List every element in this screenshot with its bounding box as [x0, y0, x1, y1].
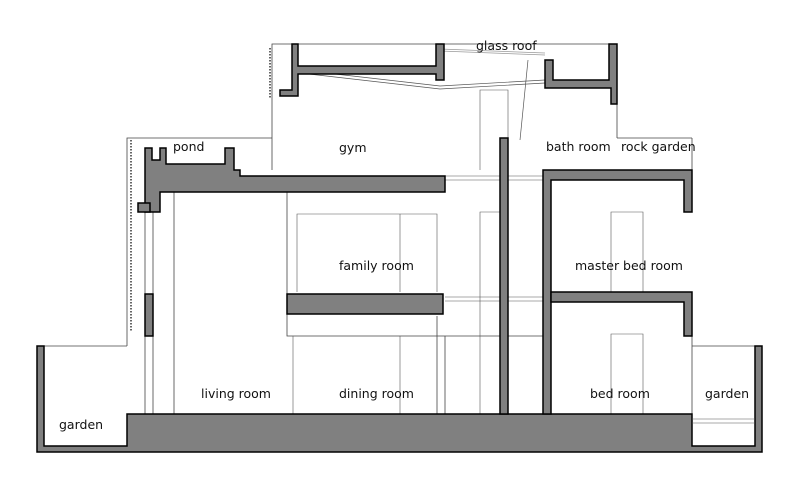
living-pier [144, 293, 154, 337]
label-bath-room: bath room [546, 139, 611, 154]
master-bedroom-door [610, 211, 644, 292]
gym-door [479, 89, 509, 170]
master-bedroom-wall [542, 169, 693, 415]
label-rock-garden: rock garden [621, 139, 696, 154]
envelope-lines [37, 43, 762, 414]
label-dining-room: dining room [339, 386, 414, 401]
right-roof-hood [544, 43, 618, 105]
label-pond: pond [173, 139, 204, 154]
pond-pier [137, 202, 151, 213]
label-garden-left: garden [59, 417, 103, 432]
glass-roof-lower-line-2 [299, 72, 546, 90]
left-roof-hood [279, 43, 445, 97]
glass-roof-upper-line [439, 50, 546, 56]
glass-roof-upper-line-2 [439, 48, 546, 54]
label-family-room: family room [339, 258, 414, 273]
family-room-outline [286, 192, 445, 337]
family-window [296, 213, 438, 292]
label-living-room: living room [201, 386, 271, 401]
room-labels: glass roof pond gym bath room rock garde… [59, 38, 749, 432]
bedroom-door [610, 333, 644, 414]
label-gym: gym [339, 140, 367, 155]
pond-slab [144, 147, 446, 213]
middle-left-outline [126, 137, 272, 346]
label-bed-room: bed room [590, 386, 650, 401]
insulation-hatch [130, 48, 271, 332]
label-garden-right: garden [705, 386, 749, 401]
glass-roof [299, 48, 546, 141]
family-floor-slab [286, 293, 444, 315]
stair-column [499, 137, 509, 415]
glass-roof-support [519, 59, 529, 141]
garden-edge-detail [692, 418, 755, 424]
stair-void-outline [479, 211, 500, 414]
section-walls [36, 43, 763, 453]
bedroom-ceiling-slab [550, 291, 693, 337]
label-master-bed-room: master bed room [575, 258, 683, 273]
glass-roof-lower-line [299, 69, 546, 87]
ground-slab [36, 345, 763, 453]
label-glass-roof: glass roof [476, 38, 537, 53]
